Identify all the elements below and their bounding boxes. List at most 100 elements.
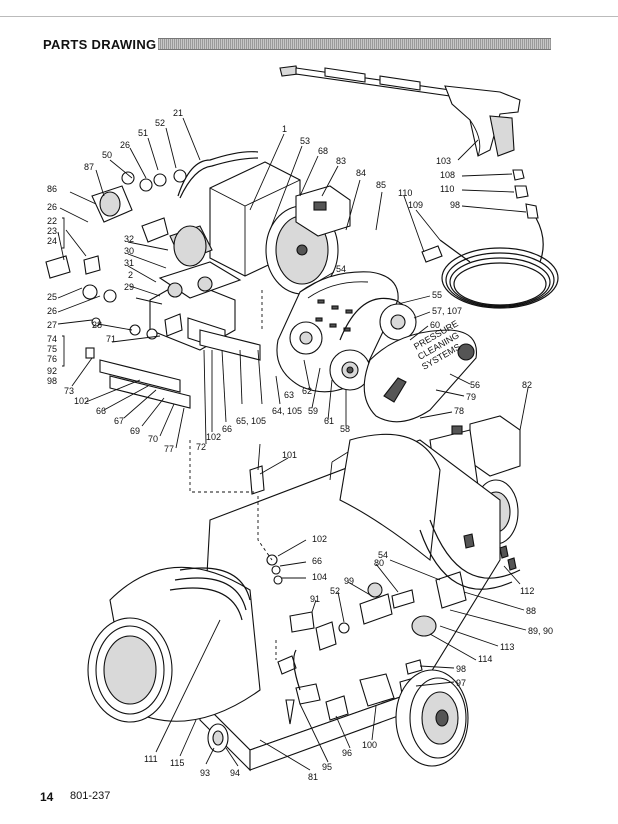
label-97: 97 (456, 678, 466, 688)
label-77: 77 (164, 444, 174, 454)
label-21: 21 (173, 108, 183, 118)
label-92: 92 (47, 366, 57, 376)
label-29: 29 (124, 282, 134, 292)
gun-fittings (512, 169, 539, 219)
page-number: 14 (40, 790, 54, 804)
label-75: 75 (47, 344, 57, 354)
assembly-guides (189, 290, 277, 660)
label-54-top: 54 (336, 264, 346, 274)
label-112: 112 (520, 586, 534, 596)
label-63: 63 (284, 390, 294, 400)
heat-shield (339, 433, 441, 562)
label-65-105: 65, 105 (236, 416, 266, 426)
label-79: 79 (466, 392, 476, 402)
label-32: 32 (124, 234, 134, 244)
label-22: 22 (47, 216, 57, 226)
label-54-lower: 54 (378, 550, 388, 560)
label-2: 2 (128, 270, 133, 280)
coiled-hose (421, 217, 559, 309)
label-26-top: 26 (120, 140, 130, 150)
label-109: 109 (408, 200, 423, 210)
label-24: 24 (47, 236, 57, 246)
label-74: 74 (47, 334, 57, 344)
label-113: 113 (500, 642, 514, 652)
label-1: 1 (282, 124, 287, 134)
label-99: 99 (344, 576, 354, 586)
label-52-top: 52 (155, 118, 165, 128)
label-102-mid: 102 (206, 432, 221, 442)
label-60: 60 (430, 320, 440, 330)
label-30: 30 (124, 246, 134, 256)
title-band (158, 38, 551, 50)
label-86: 86 (47, 184, 57, 194)
label-26-mid: 26 (47, 306, 57, 316)
label-89-90: 89, 90 (528, 626, 553, 636)
label-110-left: 110 (398, 188, 412, 198)
label-66-lower: 66 (312, 556, 322, 566)
label-108: 108 (440, 170, 455, 180)
label-58: 58 (340, 424, 350, 434)
label-82: 82 (522, 380, 532, 390)
label-73: 73 (64, 386, 74, 396)
label-100: 100 (362, 740, 377, 750)
pump-assembly (99, 225, 261, 409)
label-25: 25 (47, 292, 57, 302)
label-80: 80 (374, 558, 384, 568)
label-67: 67 (114, 416, 124, 426)
wheel-large (395, 669, 469, 767)
engine (209, 161, 351, 295)
label-78: 78 (454, 406, 464, 416)
top-rule (0, 16, 618, 17)
document-code: 801-237 (70, 790, 111, 802)
label-95: 95 (322, 762, 332, 772)
label-83: 83 (336, 156, 346, 166)
label-91: 91 (310, 594, 320, 604)
label-85: 85 (376, 180, 386, 190)
label-70: 70 (148, 434, 158, 444)
label-102-left: 102 (74, 396, 89, 406)
label-66-mid: 66 (222, 424, 232, 434)
label-103: 103 (436, 156, 451, 166)
label-53: 53 (300, 136, 310, 146)
label-61: 61 (324, 416, 334, 426)
heater-coil-drum (87, 566, 261, 723)
spray-gun (279, 65, 521, 157)
label-64-105: 64, 105 (272, 406, 302, 416)
label-28: 28 (92, 320, 102, 330)
pulleys-and-belts (329, 297, 417, 391)
label-111: 111 (144, 754, 158, 764)
label-114: 114 (478, 654, 492, 664)
label-87: 87 (84, 162, 94, 172)
label-102-lower: 102 (312, 534, 327, 544)
part-labels: 21 52 51 26 50 87 86 26 22 23, 24 25 26 … (47, 108, 553, 782)
label-51: 51 (138, 128, 148, 138)
label-101: 101 (282, 450, 297, 460)
label-62: 62 (302, 386, 312, 396)
label-56: 56 (470, 380, 480, 390)
label-81: 81 (308, 772, 318, 782)
label-72: 72 (196, 442, 206, 452)
label-115: 115 (170, 758, 184, 768)
label-71: 71 (106, 334, 116, 344)
left-fittings (45, 169, 187, 359)
label-68: 68 (318, 146, 328, 156)
label-104: 104 (312, 572, 327, 582)
label-110-right: 110 (440, 184, 454, 194)
label-52-lower: 52 (330, 586, 340, 596)
label-88: 88 (526, 606, 536, 616)
label-31: 31 (124, 258, 134, 268)
label-98-top: 98 (450, 200, 460, 210)
label-55: 55 (432, 290, 442, 300)
label-94: 94 (230, 768, 240, 778)
page-title: PARTS DRAWING (43, 37, 157, 52)
label-23: 23, (47, 226, 60, 236)
label-76: 76 (47, 354, 57, 364)
label-66-left: 66 (96, 406, 106, 416)
label-50: 50 (102, 150, 112, 160)
wheel-small (207, 723, 229, 753)
label-27: 27 (47, 320, 57, 330)
label-69: 69 (130, 426, 140, 436)
label-98-lower: 98 (456, 664, 466, 674)
label-96: 96 (342, 748, 352, 758)
